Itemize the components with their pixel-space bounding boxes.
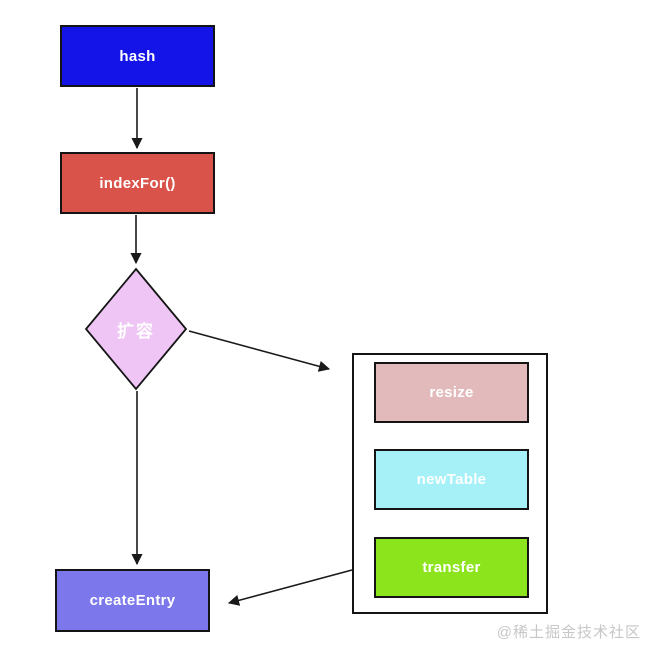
node-indexfor: indexFor(): [60, 152, 215, 214]
node-indexfor-label: indexFor(): [99, 174, 176, 192]
node-transfer: transfer: [374, 537, 529, 598]
watermark: @稀土掘金技术社区: [496, 624, 641, 641]
node-resize: resize: [374, 362, 529, 423]
node-transfer-label: transfer: [422, 559, 481, 576]
node-newtable-label: newTable: [416, 471, 487, 488]
edge-decision-to-resize-group: [188, 330, 331, 372]
node-resize-label: resize: [429, 384, 474, 401]
node-createentry-label: createEntry: [89, 592, 176, 609]
node-decision-label: 扩容: [117, 321, 155, 341]
node-newtable: newTable: [374, 449, 529, 510]
decision-diamond-shape: [84, 267, 188, 391]
node-hash: hash: [60, 25, 215, 87]
node-hash-label: hash: [119, 47, 156, 65]
edge-resize-group-to-createentry: [227, 569, 353, 606]
node-createentry: createEntry: [55, 569, 210, 632]
